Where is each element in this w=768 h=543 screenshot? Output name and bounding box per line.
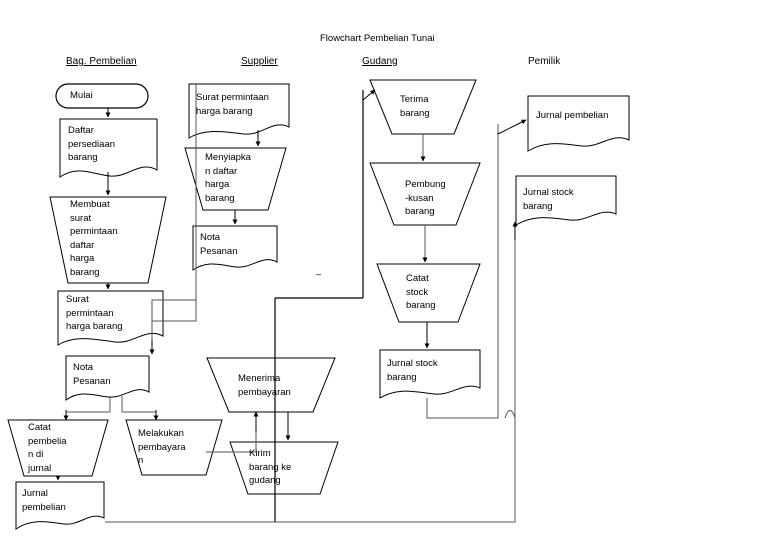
node-melakukan-pembayaran[interactable] bbox=[126, 420, 222, 475]
shape-terima-barang bbox=[369, 79, 477, 135]
shape-catat-stock-barang bbox=[376, 263, 481, 323]
column-header-bag-pembelian: Bag. Pembelian bbox=[66, 56, 137, 67]
column-header-gudang: Gudang bbox=[362, 56, 398, 67]
shape-membuat-surat-permintaan bbox=[49, 196, 167, 284]
node-jurnal-pembelian-pemilik[interactable] bbox=[528, 96, 629, 144]
shape-menerima-pembayaran bbox=[206, 357, 336, 413]
node-pembungkusan-barang[interactable] bbox=[370, 163, 480, 225]
connector-surat-to-supplier bbox=[152, 84, 197, 322]
node-surat-permintaan-harga-barang-2[interactable] bbox=[189, 84, 289, 134]
node-catat-stock-barang[interactable] bbox=[377, 264, 480, 322]
node-terima-barang[interactable] bbox=[370, 80, 476, 134]
node-mulai[interactable] bbox=[56, 84, 148, 108]
node-nota-pesanan-2[interactable] bbox=[193, 226, 277, 270]
shape-jurnal-stock-barang-gudang bbox=[379, 349, 481, 399]
connector-bridge-hop bbox=[504, 410, 516, 419]
node-nota-pesanan-1[interactable] bbox=[66, 356, 149, 400]
node-jurnal-stock-barang-pemilik[interactable] bbox=[516, 176, 616, 224]
shape-nota-pesanan-1 bbox=[65, 355, 150, 401]
page-title: Flowchart Pembelian Tunai bbox=[320, 33, 435, 44]
connector-terima-barang-arrow bbox=[362, 89, 376, 101]
column-header-pemilik: Pemilik bbox=[528, 56, 561, 67]
shape-jurnal-pembelian-bag bbox=[15, 481, 105, 530]
node-jurnal-pembelian-bag[interactable] bbox=[16, 482, 104, 528]
node-membuat-surat-permintaan[interactable] bbox=[50, 197, 166, 283]
shape-surat-permintaan-harga-barang-1 bbox=[57, 290, 164, 346]
shape-mulai bbox=[55, 83, 149, 109]
connector-jurnal-pembelian-to-pemilik-stock bbox=[105, 230, 516, 523]
shape-daftar-persediaan-barang bbox=[59, 118, 158, 178]
node-menyiapkan-daftar-harga-barang[interactable] bbox=[185, 148, 286, 210]
shape-jurnal-stock-barang-pemilik bbox=[515, 175, 617, 226]
node-surat-permintaan-harga-barang-1[interactable] bbox=[58, 291, 163, 345]
connector-nota-supplier-to-bag bbox=[151, 268, 197, 352]
column-header-supplier: Supplier bbox=[241, 56, 278, 67]
node-jurnal-stock-barang-gudang[interactable] bbox=[380, 350, 480, 398]
shape-surat-permintaan-harga-barang-2 bbox=[188, 83, 290, 139]
node-daftar-persediaan-barang[interactable] bbox=[60, 119, 157, 177]
connector-jurnal-stock-to-pemilik bbox=[426, 124, 499, 419]
shape-catat-pembelian-di-jurnal bbox=[7, 419, 109, 477]
connector-melakukan-to-menerima bbox=[206, 424, 257, 453]
node-menerima-pembayaran[interactable] bbox=[207, 358, 335, 412]
shape-pembungkusan-barang bbox=[369, 162, 481, 226]
shape-melakukan-pembayaran bbox=[125, 419, 223, 476]
node-catat-pembelian-di-jurnal[interactable] bbox=[8, 420, 108, 476]
shape-nota-pesanan-2 bbox=[192, 225, 278, 271]
shape-kirim-barang-ke-gudang bbox=[229, 441, 339, 495]
shape-jurnal-pembelian-pemilik bbox=[527, 95, 630, 152]
shape-menyiapkan-daftar-harga-barang bbox=[184, 147, 287, 211]
node-kirim-barang-ke-gudang[interactable] bbox=[230, 442, 338, 494]
connector-pemilik-jurnal-arrow bbox=[497, 119, 527, 135]
